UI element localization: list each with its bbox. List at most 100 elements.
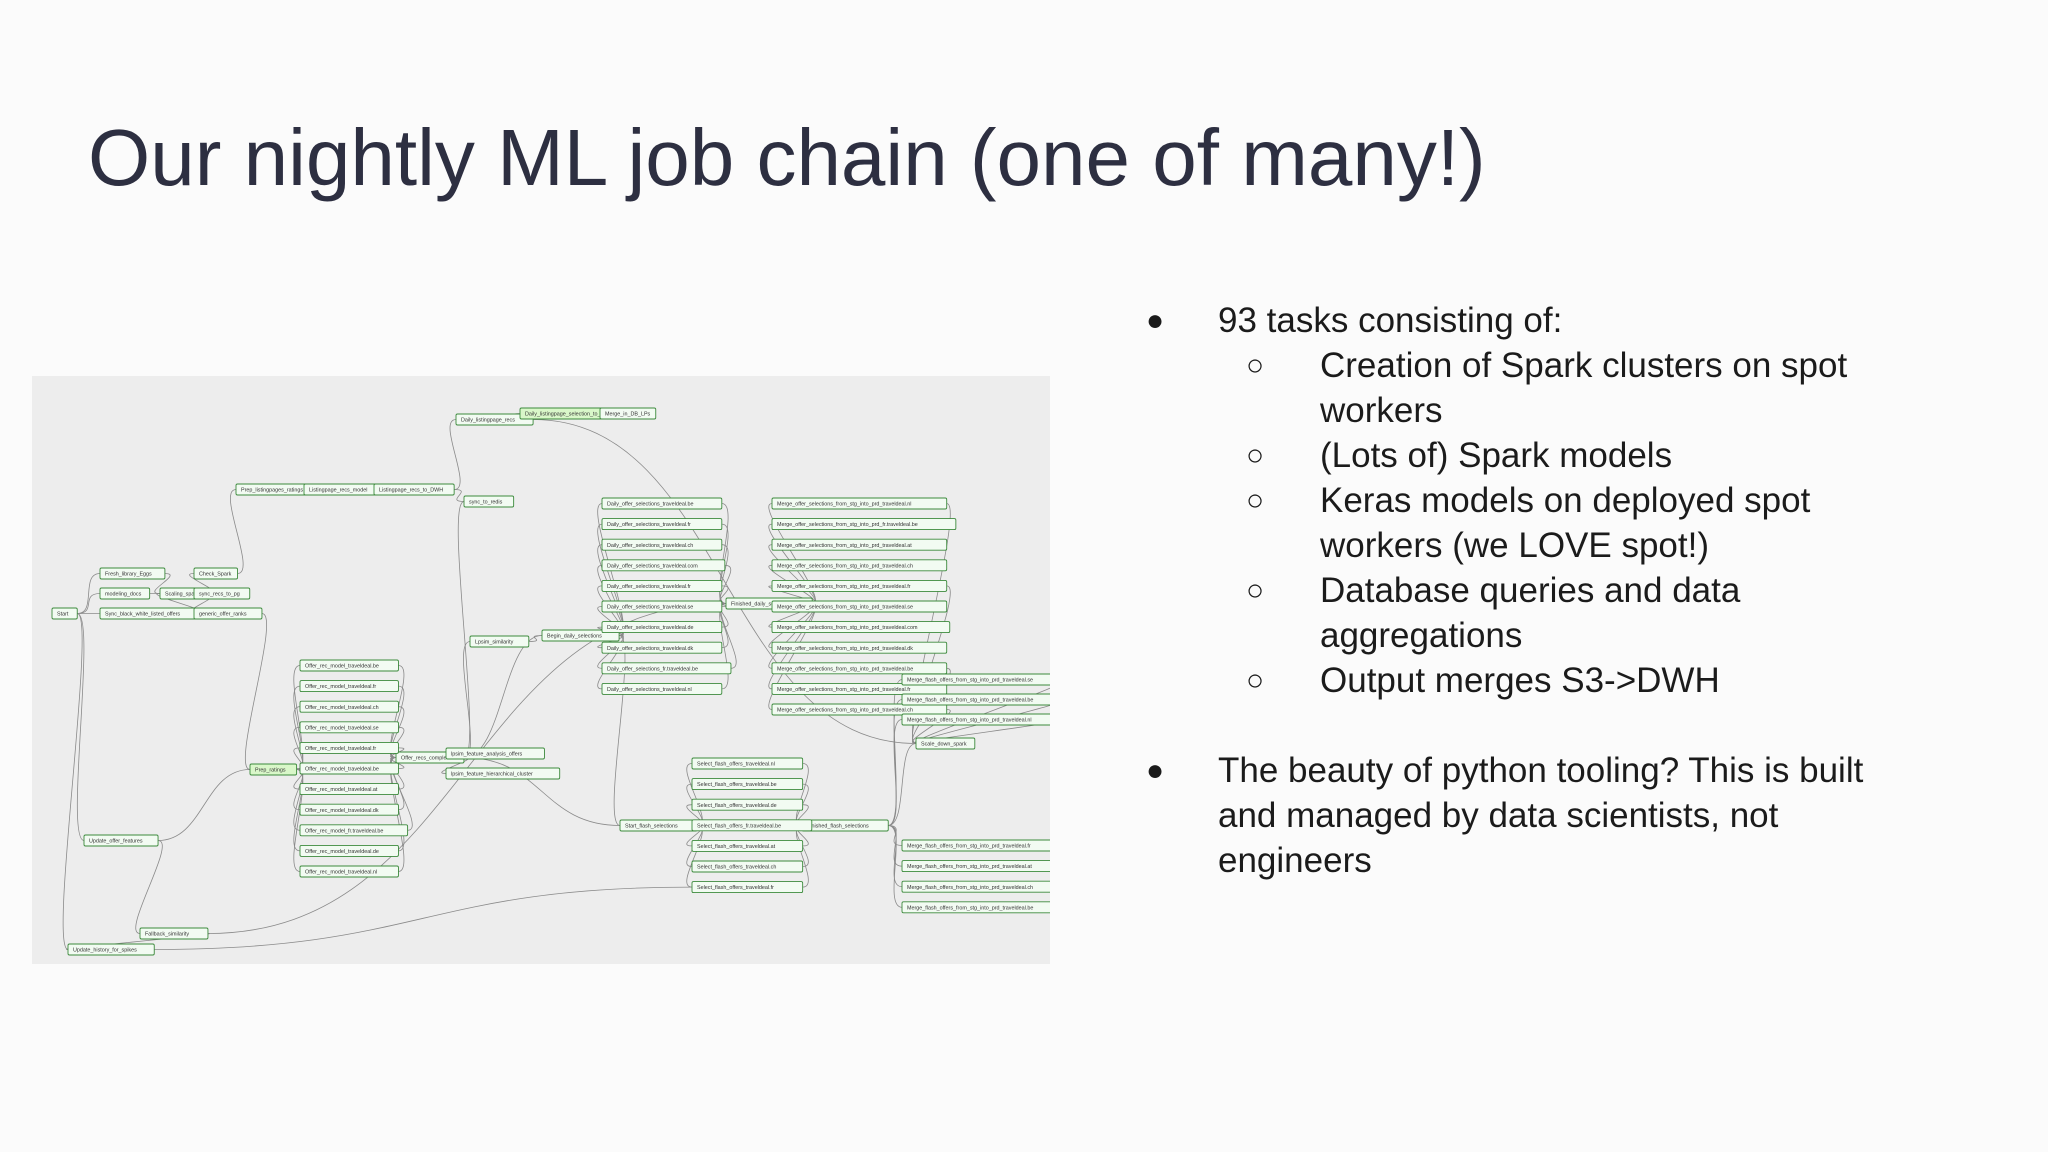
- dag-node-f5[interactable]: Merge_flash_offers_from_stg_into_prd_tra…: [901, 860, 1050, 873]
- dag-node-d8[interactable]: Daily_offer_selections_traveldeal.dk: [601, 641, 723, 654]
- dag-node-d5[interactable]: Daily_offer_selections_traveldeal.fr: [601, 579, 723, 592]
- dag-node-d7[interactable]: Daily_offer_selections_traveldeal.de: [601, 621, 723, 634]
- dag-node-box: [299, 844, 399, 857]
- dag-edge: [454, 489, 465, 502]
- dag-node-label: Begin_daily_selections: [547, 634, 602, 640]
- dag-node-generic-offer-ranks[interactable]: generic_offer_ranks: [193, 607, 263, 620]
- dag-node-lpsim-hierarchical[interactable]: lpsim_feature_hierarchical_cluster: [445, 767, 561, 780]
- dag-node-d6[interactable]: Daily_offer_selections_traveldeal.se: [601, 600, 723, 613]
- dag-node-f3[interactable]: Merge_flash_offers_from_stg_into_prd_tra…: [901, 713, 1050, 726]
- dag-node-d4[interactable]: Daily_offer_selections_traveldeal.com: [601, 559, 726, 572]
- dag-node-box: [83, 834, 159, 847]
- dag-node-daily-listingpage-recs[interactable]: Daily_listingpage_recs: [455, 413, 534, 426]
- dag-node-box: [299, 783, 399, 796]
- dag-node-label: Daily_listingpage_recs: [461, 418, 515, 424]
- dag-node-check-spark[interactable]: Check_Spark: [193, 567, 238, 580]
- dag-node-box: [771, 703, 948, 716]
- dag-node-o6[interactable]: Offer_rec_model_traveldeal.be: [299, 762, 399, 775]
- dag-node-m6[interactable]: Merge_offer_selections_from_stg_into_prd…: [771, 600, 948, 613]
- dag-node-box: [901, 673, 1050, 686]
- dag-node-label: Scaling_spark: [165, 592, 199, 598]
- dag-node-f1[interactable]: Merge_flash_offers_from_stg_into_prd_tra…: [901, 673, 1050, 686]
- dag-node-label: Daily_offer_selections_traveldeal.fr: [607, 584, 691, 590]
- circle-bullet-icon: ○: [1246, 574, 1265, 607]
- dag-node-o2[interactable]: Offer_rec_model_traveldeal.fr: [299, 680, 399, 693]
- dag-node-scale-down[interactable]: Scale_down_spark: [915, 737, 976, 750]
- bullet-item-2: ● The beauty of python tooling? This is …: [1138, 748, 2018, 883]
- dag-node-d9[interactable]: Daily_offer_selections_fr.traveldeal.be: [601, 662, 732, 675]
- dag-node-f4[interactable]: Merge_flash_offers_from_stg_into_prd_tra…: [901, 839, 1050, 852]
- dag-node-label: Select_flash_offers_traveldeal.ch: [697, 865, 776, 871]
- dag-node-start-flash[interactable]: Start_flash_selections: [619, 819, 698, 832]
- dag-node-s5[interactable]: Select_flash_offers_traveldeal.at: [691, 839, 804, 852]
- dag-node-o10[interactable]: Offer_rec_model_traveldeal.de: [299, 844, 399, 857]
- dag-node-m4[interactable]: Merge_offer_selections_from_stg_into_prd…: [771, 559, 948, 572]
- dag-node-label: Fresh_library_Eggs: [105, 572, 152, 578]
- dag-node-listingpage-recs-to-dwh[interactable]: Listingpage_recs_to_DWH: [373, 483, 455, 496]
- slide-title: Our nightly ML job chain (one of many!): [88, 113, 1486, 202]
- dag-node-s2[interactable]: Select_flash_offers_traveldeal.be: [691, 778, 804, 791]
- dag-node-update-offer-features[interactable]: Update_offer_features: [83, 834, 159, 847]
- dag-edge: [77, 573, 101, 614]
- dag-node-o3[interactable]: Offer_rec_model_traveldeal.ch: [299, 700, 399, 713]
- circle-bullet-icon: ○: [1246, 439, 1265, 472]
- dag-node-o11[interactable]: Offer_rec_model_traveldeal.nl: [299, 865, 399, 878]
- dag-node-label: generic_offer_ranks: [199, 612, 247, 618]
- dag-node-m8[interactable]: Merge_offer_selections_from_stg_into_prd…: [771, 641, 948, 654]
- dag-node-s4[interactable]: Select_flash_offers_fr.traveldeal.be: [691, 819, 813, 832]
- dag-node-o5[interactable]: Offer_rec_model_traveldeal.fr: [299, 741, 399, 754]
- dag-node-m1[interactable]: Merge_offer_selections_from_stg_into_prd…: [771, 497, 948, 510]
- dag-node-m10[interactable]: Merge_offer_selections_from_stg_into_prd…: [771, 682, 948, 695]
- dag-node-o1[interactable]: Offer_rec_model_traveldeal.be: [299, 659, 399, 672]
- dag-node-m3[interactable]: Merge_offer_selections_from_stg_into_prd…: [771, 538, 948, 551]
- dag-node-d1[interactable]: Daily_offer_selections_traveldeal.be: [601, 497, 723, 510]
- dag-node-box: [601, 621, 723, 634]
- dag-node-o7[interactable]: Offer_rec_model_traveldeal.at: [299, 783, 399, 796]
- dag-node-lpsim[interactable]: Lpsim_similarity: [469, 635, 530, 648]
- dag-node-lpsim-analysis[interactable]: lpsim_feature_analysis_offers: [445, 747, 545, 760]
- dag-node-label: Offer_rec_model_traveldeal.be: [305, 767, 379, 773]
- dag-node-fresh-library-eggs[interactable]: Fresh_library_Eggs: [99, 567, 166, 580]
- dag-node-update-history[interactable]: Update_history_for_spikes: [67, 943, 155, 956]
- dag-node-f7[interactable]: Merge_flash_offers_from_stg_into_prd_tra…: [901, 901, 1050, 914]
- dag-edge: [795, 763, 809, 826]
- dag-node-start[interactable]: Start: [51, 607, 78, 620]
- dag-node-d3[interactable]: Daily_offer_selections_traveldeal.ch: [601, 538, 723, 551]
- dag-node-d10[interactable]: Daily_offer_selections_traveldeal.nl: [601, 682, 723, 695]
- circle-bullet-icon: ○: [1246, 349, 1265, 382]
- dag-node-s1[interactable]: Select_flash_offers_traveldeal.nl: [691, 757, 804, 770]
- dag-node-m11[interactable]: Merge_offer_selections_from_stg_into_prd…: [771, 703, 948, 716]
- dag-node-label: Update_history_for_spikes: [73, 948, 137, 954]
- dag-node-s6[interactable]: Select_flash_offers_traveldeal.ch: [691, 860, 804, 873]
- dag-node-o8[interactable]: Offer_rec_model_traveldeal.dk: [299, 803, 399, 816]
- dag-node-label: Select_flash_offers_traveldeal.de: [697, 803, 777, 809]
- dag-node-f2[interactable]: Merge_flash_offers_from_stg_into_prd_tra…: [901, 693, 1050, 706]
- dag-node-box: [771, 641, 948, 654]
- dag-node-m7[interactable]: Merge_offer_selections_from_stg_into_prd…: [771, 621, 951, 634]
- dag-node-sync-to-redis[interactable]: sync_to_redis: [463, 495, 515, 508]
- dag-node-merge-lps[interactable]: Merge_in_DB_LPs: [599, 407, 657, 420]
- dag-node-o9[interactable]: Offer_rec_model_fr.traveldeal.be: [299, 824, 409, 837]
- dag-node-s7[interactable]: Select_flash_offers_traveldeal.fr: [691, 881, 804, 894]
- dag-node-o4[interactable]: Offer_rec_model_traveldeal.se: [299, 721, 399, 734]
- dag-node-label: Check_Spark: [199, 572, 232, 578]
- dag-node-prep-ratings[interactable]: Prep_ratings: [249, 763, 298, 776]
- dag-node-listingpage-recs-model[interactable]: Listingpage_recs_model: [303, 483, 382, 496]
- dag-node-m5[interactable]: Merge_offer_selections_from_stg_into_prd…: [771, 579, 948, 592]
- dag-node-label: Select_flash_offers_traveldeal.nl: [697, 762, 775, 768]
- dag-node-f6[interactable]: Merge_flash_offers_from_stg_into_prd_tra…: [901, 880, 1050, 893]
- dag-node-sync-recs-to-pg[interactable]: sync_recs_to_pg: [193, 587, 251, 600]
- dag-node-d2[interactable]: Daily_offer_selections_traveldeal.fr: [601, 518, 723, 531]
- dag-node-label: Start: [57, 612, 69, 618]
- dag-node-sync-black-white[interactable]: Sync_black_white_listed_offers: [99, 607, 202, 620]
- dag-node-label: Daily_offer_selections_traveldeal.ch: [607, 543, 693, 549]
- dag-node-fallback-similarity[interactable]: Fallback_similarity: [139, 927, 209, 940]
- dag-node-s3[interactable]: Select_flash_offers_traveldeal.de: [691, 798, 804, 811]
- dag-node-finished-flash[interactable]: Finished_flash_selections: [801, 819, 889, 832]
- dag-node-box: [691, 757, 804, 770]
- dag-node-m9[interactable]: Merge_offer_selections_from_stg_into_prd…: [771, 662, 948, 675]
- dag-node-modeling-docs[interactable]: modeling_docs: [99, 587, 151, 600]
- dag-node-label: Select_flash_offers_traveldeal.be: [697, 782, 777, 788]
- dag-node-begin-daily[interactable]: Begin_daily_selections: [541, 629, 620, 642]
- dag-node-m2[interactable]: Merge_offer_selections_from_stg_into_prd…: [771, 518, 957, 531]
